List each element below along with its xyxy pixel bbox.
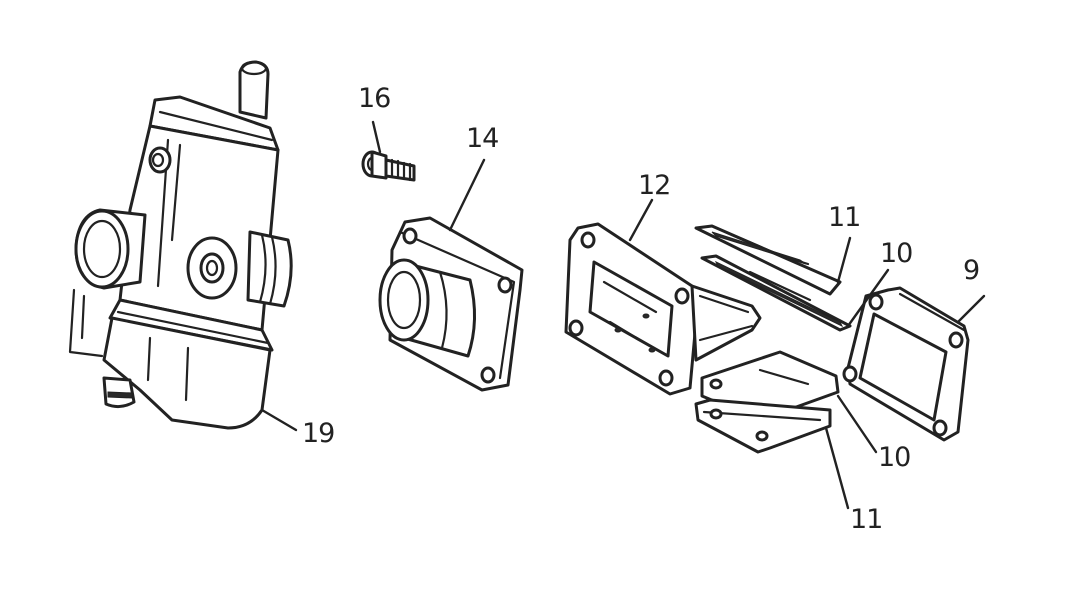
leader-19 — [260, 408, 298, 432]
leader-11-lower — [824, 426, 850, 510]
callout-9: 9 — [963, 255, 979, 286]
reed-petal-upper-part — [700, 254, 852, 332]
callout-11-upper: 11 — [828, 202, 860, 233]
bolt-part — [361, 150, 416, 182]
callout-12: 12 — [638, 170, 670, 201]
intake-manifold-part — [378, 216, 524, 392]
leader-16 — [371, 120, 382, 154]
reed-block-part — [564, 222, 762, 396]
leader-10-upper — [846, 268, 890, 328]
gasket-part — [842, 286, 970, 442]
carburetor-part — [68, 60, 293, 430]
reed-stop-upper-part — [694, 224, 842, 296]
leader-11-upper — [836, 236, 852, 284]
callout-19: 19 — [302, 418, 334, 449]
leader-14 — [448, 158, 486, 232]
leader-9 — [956, 294, 986, 324]
leader-lines — [260, 120, 986, 510]
leader-10-lower — [836, 394, 878, 454]
callout-14: 14 — [466, 123, 498, 154]
reed-stop-lower-part — [694, 398, 832, 454]
callout-16: 16 — [358, 83, 390, 114]
leader-12 — [628, 198, 654, 242]
callout-labels: 16 14 12 11 10 9 19 10 11 — [302, 83, 980, 535]
callout-11-lower: 11 — [850, 504, 882, 535]
callout-10-upper: 10 — [880, 238, 912, 269]
callout-10-lower: 10 — [878, 442, 910, 473]
